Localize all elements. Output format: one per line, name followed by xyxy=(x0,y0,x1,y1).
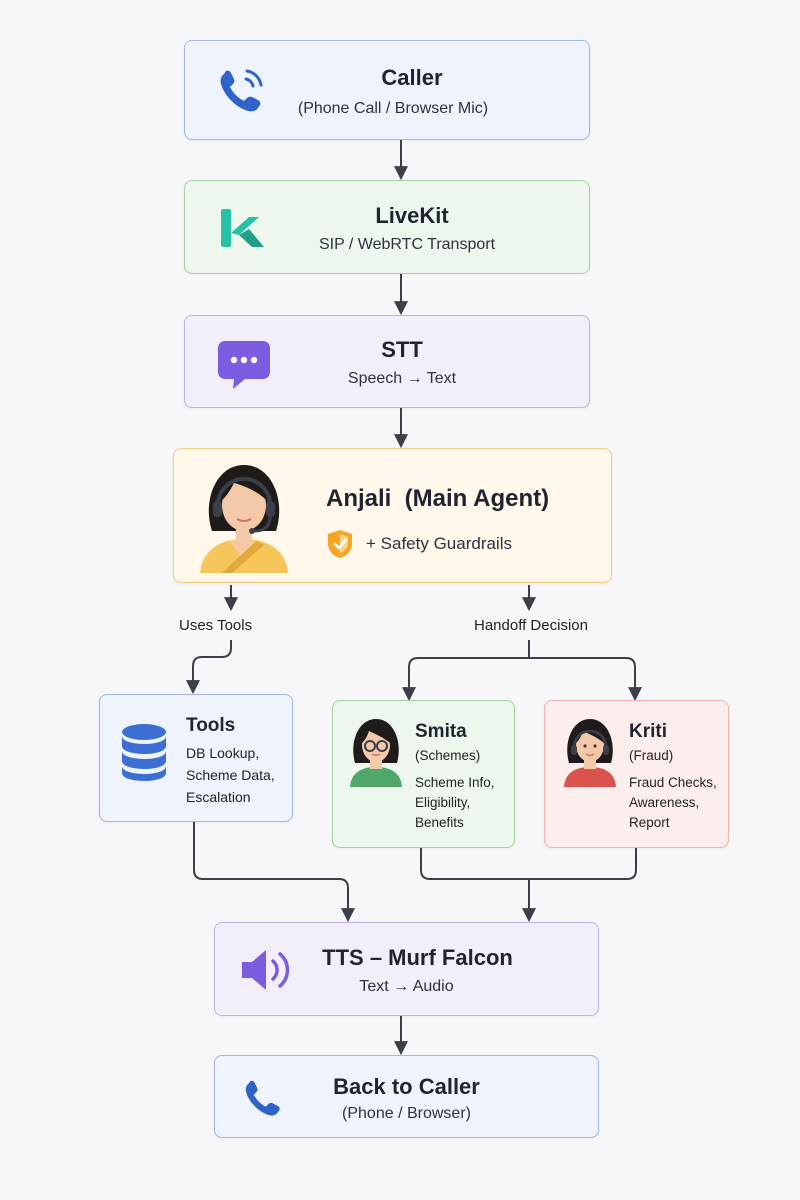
kriti-line-1: Fraud Checks, xyxy=(629,775,717,790)
livekit-subtitle: SIP / WebRTC Transport xyxy=(318,236,496,253)
tools-title: Tools xyxy=(186,715,236,736)
tools-line-2: Scheme Data, xyxy=(186,767,275,783)
agent-avatar-icon xyxy=(194,461,294,578)
back-title: Back to Caller xyxy=(333,1074,480,1099)
smita-line-1: Scheme Info, xyxy=(415,775,495,790)
speaker-icon xyxy=(239,947,295,998)
smita-title: Smita xyxy=(415,721,467,742)
edge-to-tools xyxy=(186,640,232,695)
caller-node: Caller (Phone Call / Browser Mic) xyxy=(184,40,590,140)
tools-line-3: Escalation xyxy=(186,789,251,805)
back-to-caller-node: Back to Caller (Phone / Browser) xyxy=(214,1055,599,1138)
kriti-role: (Fraud) xyxy=(629,748,674,763)
edge-to-smita xyxy=(402,657,529,702)
tts-node: TTS – Murf Falcon Text → Audio xyxy=(214,922,599,1016)
edge-kriti-tts xyxy=(529,848,637,880)
kriti-line-2: Awareness, xyxy=(629,795,700,810)
livekit-title: LiveKit xyxy=(375,203,449,228)
caller-subtitle: (Phone Call / Browser Mic) xyxy=(297,100,489,117)
stt-title: STT xyxy=(381,337,423,362)
tts-title: TTS – Murf Falcon xyxy=(322,945,513,970)
smita-avatar-icon xyxy=(347,717,405,792)
handoff-decision-label: Handoff Decision xyxy=(474,617,588,634)
uses-tools-label: Uses Tools xyxy=(179,617,253,634)
main-agent-title: Anjali (Main Agent) xyxy=(326,485,550,512)
phone-icon xyxy=(241,1076,287,1127)
kriti-node: Kriti (Fraud) Fraud Checks, Awareness, R… xyxy=(544,700,729,848)
smita-node: Smita (Schemes) Scheme Info, Eligibility… xyxy=(332,700,515,848)
database-icon xyxy=(120,723,168,786)
stt-node: STT Speech → Text xyxy=(184,315,590,408)
main-agent-subtitle: + Safety Guardrails xyxy=(366,534,512,553)
kriti-line-3: Report xyxy=(629,815,670,830)
back-subtitle: (Phone / Browser) xyxy=(342,1105,471,1122)
shield-icon xyxy=(326,529,354,564)
edge-to-kriti xyxy=(529,657,642,702)
stt-subtitle: Speech → Text xyxy=(347,370,457,387)
livekit-logo-icon xyxy=(219,205,267,256)
kriti-avatar-icon xyxy=(561,717,619,792)
caller-title: Caller xyxy=(381,65,443,90)
smita-role: (Schemes) xyxy=(415,748,481,763)
kriti-title: Kriti xyxy=(629,721,667,742)
smita-line-2: Eligibility, xyxy=(415,795,471,810)
phone-signal-icon xyxy=(215,65,269,124)
livekit-node: LiveKit SIP / WebRTC Transport xyxy=(184,180,590,274)
tools-node: Tools DB Lookup, Scheme Data, Escalation xyxy=(99,694,293,822)
tts-subtitle: Text → Audio xyxy=(359,978,454,995)
tools-line-1: DB Lookup, xyxy=(186,745,260,761)
main-agent-node: Anjali (Main Agent) + Safety Guardrails xyxy=(173,448,612,583)
chat-bubble-icon xyxy=(217,338,273,397)
edge-tools-tts xyxy=(193,822,355,923)
edge-smita-tts xyxy=(420,848,529,880)
smita-line-3: Benefits xyxy=(415,815,464,830)
